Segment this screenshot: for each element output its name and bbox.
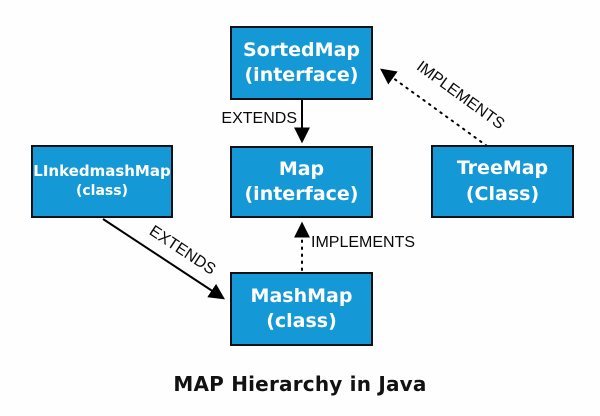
- node-sublabel: (Class): [465, 182, 540, 205]
- node-label: SortedMap: [242, 38, 360, 61]
- edge-linkedmashmap-extends-mashmap: [102, 218, 226, 300]
- node-label: MashMap: [250, 284, 353, 307]
- edge-label-extends-vertical: EXTENDS: [221, 110, 297, 127]
- node-linkedmashmap-class: LInkedmashMap (class): [31, 145, 173, 218]
- node-label: Map: [278, 157, 325, 180]
- node-treemap-class: TreeMap (Class): [431, 145, 574, 218]
- node-sublabel: (interface): [244, 64, 359, 86]
- edge-treemap-implements-sortedmap: [380, 68, 488, 147]
- node-sublabel: (class): [75, 183, 128, 200]
- node-label: LInkedmashMap: [33, 162, 171, 181]
- node-sublabel: (class): [266, 310, 337, 332]
- node-mashmap-class: MashMap (class): [230, 272, 373, 346]
- node-label: TreeMap: [456, 157, 549, 180]
- edge-label-implements-vertical: IMPLEMENTS: [311, 234, 416, 251]
- diagram-title: MAP Hierarchy in Java: [173, 372, 427, 396]
- node-map-interface: Map (interface): [230, 146, 373, 218]
- node-sublabel: (interface): [244, 183, 359, 205]
- node-sortedmap-interface: SortedMap (interface): [230, 26, 373, 100]
